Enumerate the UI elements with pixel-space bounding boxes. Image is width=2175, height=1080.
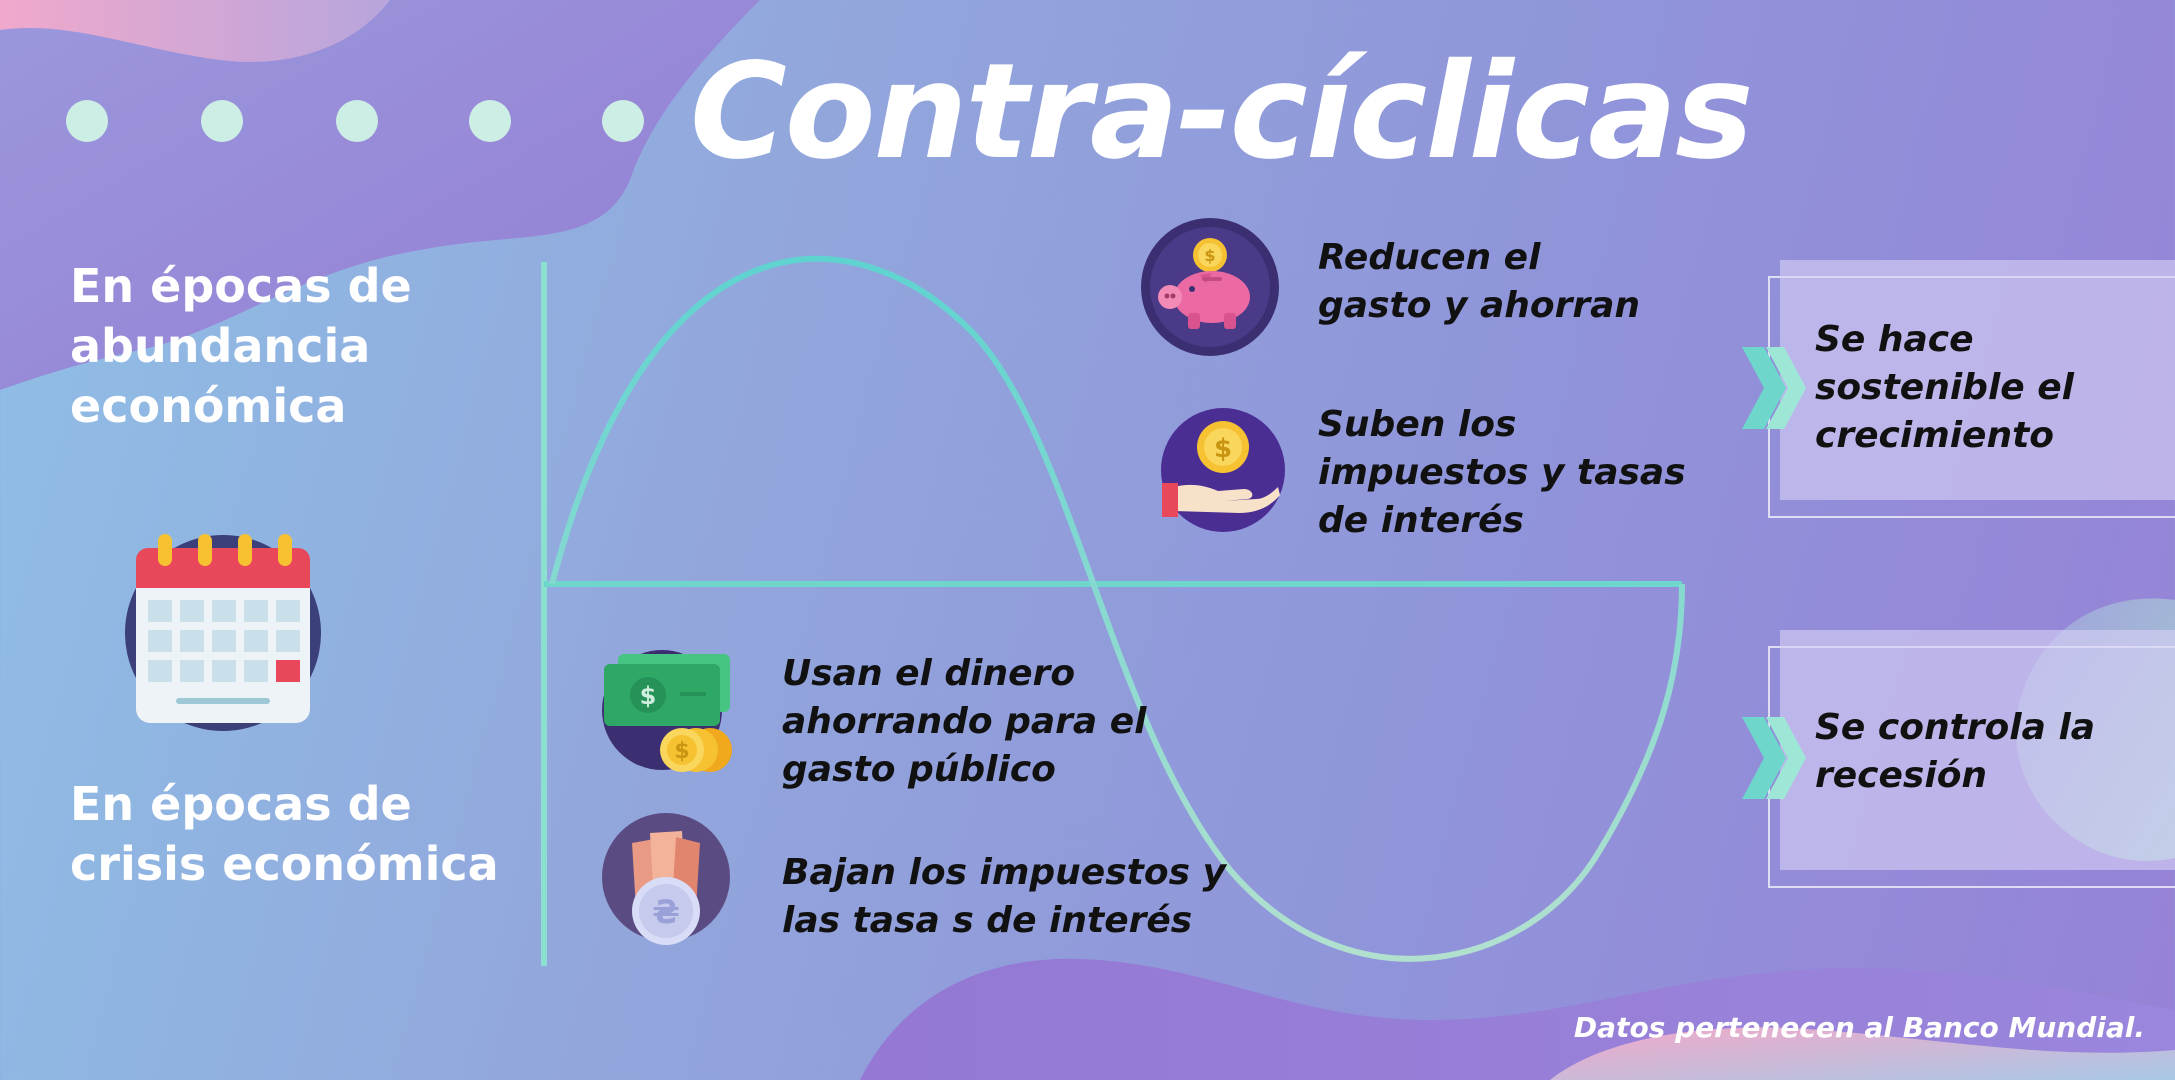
economic-cycle-curve (549, 255, 1685, 962)
heading-crisis: En épocas de crisis económica (70, 774, 550, 894)
result-recession-text: Se controla la recesión (1815, 704, 2095, 800)
cycle-diagram (541, 255, 1685, 966)
result-growth-text: Se hace sostenible el crecimiento (1815, 316, 2074, 460)
decorative-dot (66, 100, 108, 142)
caption-line: gasto público (782, 749, 1056, 790)
source-footer: Datos pertenecen al Banco Mundial. (1573, 1011, 2145, 1044)
caption-line: ahorrando para el (782, 701, 1147, 742)
caption-save: Reducen el gasto y ahorran (1318, 234, 1640, 330)
result-line: Se controla la (1815, 707, 2096, 748)
result-recession-box (1780, 630, 2175, 870)
chevron-right-icon (1742, 717, 1806, 799)
result-line: sostenible el (1815, 367, 2074, 408)
decorative-dot (602, 100, 644, 142)
caption-line: Usan el dinero (782, 653, 1076, 694)
decorative-dot (201, 100, 243, 142)
caption-spend: Usan el dinero ahorrando para el gasto p… (782, 650, 1147, 794)
heading-abundance-line: abundancia (70, 319, 371, 373)
svg-text:$: $ (1204, 246, 1215, 265)
heading-abundance-line: económica (70, 379, 347, 433)
coin-hand-icon: $ (1161, 408, 1285, 532)
money-coins-icon: $ $ (602, 650, 732, 772)
caption-line: Bajan los impuestos y (782, 852, 1227, 893)
svg-text:$: $ (640, 682, 657, 710)
calendar-icon (125, 534, 321, 731)
caption-line: las tasa s de interés (782, 900, 1193, 941)
heading-crisis-line: En épocas de (70, 777, 412, 831)
hryvnia-coin-icon: ₴ (602, 813, 730, 945)
decorative-dot (469, 100, 511, 142)
svg-text:$: $ (674, 739, 689, 764)
caption-line: Suben los (1318, 404, 1517, 445)
caption-raise-taxes: Suben los impuestos y tasas de interés (1318, 401, 1686, 545)
piggy-bank-icon: $ (1141, 218, 1279, 356)
svg-text:$: $ (1214, 434, 1232, 464)
result-growth-box (1780, 260, 2175, 500)
caption-line: impuestos y tasas (1318, 452, 1686, 493)
page-title: Contra-cíclicas (690, 35, 1754, 189)
result-line: crecimiento (1815, 415, 2055, 456)
result-line: Se hace (1815, 319, 1974, 360)
caption-line: Reducen el (1318, 237, 1541, 278)
decorative-dot (336, 100, 378, 142)
result-line: recesión (1815, 755, 1988, 796)
caption-lower-taxes: Bajan los impuestos y las tasa s de inte… (782, 849, 1226, 945)
caption-line: gasto y ahorran (1318, 285, 1641, 326)
heading-abundance: En épocas de abundancia económica (70, 256, 550, 436)
heading-abundance-line: En épocas de (70, 259, 412, 313)
svg-text:₴: ₴ (652, 893, 680, 931)
heading-crisis-line: crisis económica (70, 837, 499, 891)
caption-line: de interés (1318, 500, 1524, 541)
chevron-right-icon (1742, 347, 1806, 429)
